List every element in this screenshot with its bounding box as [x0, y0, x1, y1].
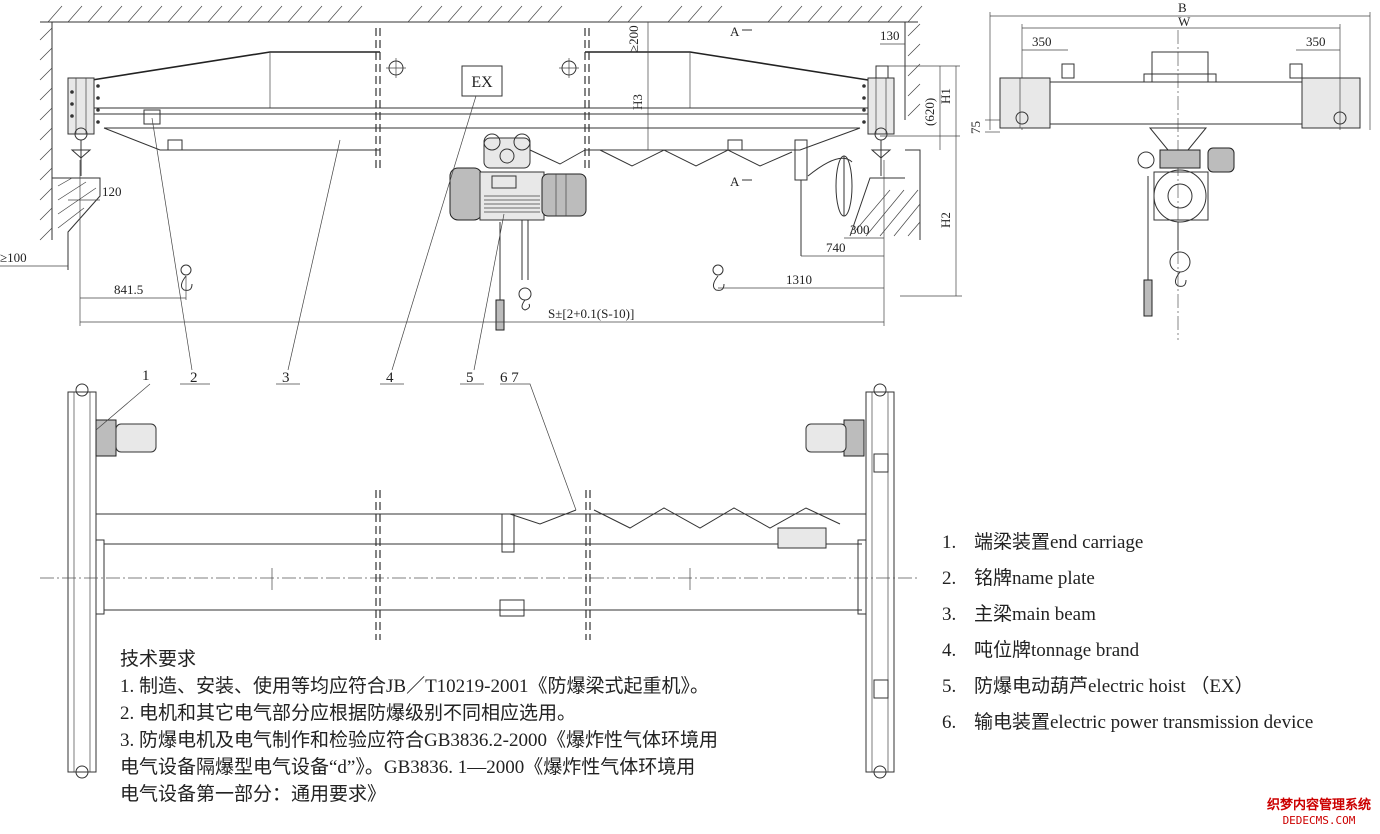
part-item: 1. 端梁装置end carriage — [942, 528, 1372, 564]
dim-span: S±[2+0.1(S-10)] — [548, 306, 634, 321]
dim-350-right: 350 — [1306, 34, 1326, 49]
plan-left-motor — [115, 423, 157, 453]
dim-h1: H1 — [938, 88, 953, 104]
front-elevation: EX — [0, 5, 962, 371]
plan-left-carriage — [67, 391, 97, 773]
part-label: 端梁装置end carriage — [974, 532, 1144, 553]
dim-h3: H3 — [630, 94, 645, 110]
part-number: 2. — [942, 568, 957, 589]
dim-120: 120 — [102, 184, 122, 199]
section-a-top-label: A — [730, 24, 740, 39]
part-label: 铭牌name plate — [974, 568, 1095, 589]
part-number: 6. — [942, 712, 957, 733]
ceiling-hatch — [47, 5, 923, 23]
ex-nameplate — [461, 65, 503, 97]
dim-1310: 1310 — [786, 272, 812, 287]
watermark-line-1: 织梦内容管理系统 — [1266, 798, 1371, 813]
part-label: 防爆电动葫芦electric hoist （EX） — [974, 676, 1254, 697]
callout-5: 5 — [466, 370, 474, 386]
small-nameplate — [143, 109, 161, 125]
section-a-bottom-label: A — [730, 174, 740, 189]
requirement-line: 电气设备第一部分：通用要求》 — [120, 784, 387, 805]
part-number: 5. — [942, 676, 957, 697]
part-item: 6. 输电装置electric power transmission device — [942, 708, 1372, 744]
part-label: 吨位牌tonnage brand — [974, 640, 1140, 661]
callout-1: 1 — [142, 368, 150, 384]
part-number: 4. — [942, 640, 957, 661]
dim-h2: H2 — [938, 212, 953, 228]
requirement-line: 3. 防爆电机及电气制作和检验应符合GB3836.2-2000《爆炸性气体环境用 — [120, 730, 718, 751]
ex-nameplate-text: EX — [471, 74, 493, 91]
part-number: 3. — [942, 604, 957, 625]
part-item: 2. 铭牌name plate — [942, 564, 1372, 600]
dim-740: 740 — [826, 240, 846, 255]
dim-200: ≥200 — [626, 25, 641, 52]
part-item: 5. 防爆电动葫芦electric hoist （EX） — [942, 672, 1372, 708]
side-view: B W 350 350 75 — [968, 0, 1371, 340]
part-label: 输电装置electric power transmission device — [974, 712, 1314, 733]
parts-legend: 1. 端梁装置end carriage 2. 铭牌name plate 3. 主梁ma… — [942, 528, 1372, 744]
dim-w: W — [1178, 14, 1191, 29]
technical-requirements: 技术要求 1. 制造、安装、使用等均应符合JB／T10219-2001《防爆梁式… — [120, 646, 880, 808]
part-number: 1. — [942, 532, 957, 553]
dim-130: 130 — [880, 28, 900, 43]
plan-view — [40, 383, 920, 779]
right-end-carriage — [862, 65, 895, 176]
dim-300: 300 — [850, 222, 870, 237]
dim-620: (620) — [922, 98, 937, 126]
callout-2: 2 — [190, 370, 198, 386]
side-girder-top — [1151, 51, 1209, 83]
side-right-carriage — [1301, 77, 1361, 129]
dim-841: 841.5 — [114, 282, 143, 297]
dim-350-left: 350 — [1032, 34, 1052, 49]
electric-hoist — [449, 133, 587, 311]
watermark: 织梦内容管理系统 DEDECMS.COM — [1262, 798, 1376, 830]
part-label: 主梁main beam — [974, 604, 1096, 625]
side-pendant — [1143, 279, 1153, 317]
plan-right-motor — [805, 423, 847, 453]
side-left-carriage — [999, 77, 1051, 129]
dim-100: ≥100 — [0, 250, 27, 265]
watermark-line-2: DEDECMS.COM — [1282, 814, 1356, 827]
requirement-line: 电气设备隔爆型电气设备“d”》。GB3836. 1—2000《爆炸性气体环境用 — [120, 757, 696, 778]
callout-6-7: 6 7 — [500, 370, 519, 386]
side-hoist-drum — [1153, 169, 1207, 223]
plan-hoist-block — [777, 527, 827, 549]
part-item: 4. 吨位牌tonnage brand — [942, 636, 1372, 672]
dim-b: B — [1178, 0, 1187, 15]
callout-4: 4 — [386, 370, 394, 386]
pendant-control — [495, 299, 505, 331]
requirement-line: 2. 电机和其它电气部分应根据防爆级别不同相应选用。 — [120, 703, 577, 724]
left-end-carriage — [67, 77, 100, 176]
dim-75: 75 — [968, 121, 983, 134]
requirements-title: 技术要求 — [120, 649, 197, 670]
left-wall-hatch — [39, 27, 53, 241]
callout-3: 3 — [282, 370, 290, 386]
requirement-line: 1. 制造、安装、使用等均应符合JB／T10219-2001《防爆梁式起重机》。 — [120, 676, 710, 697]
part-item: 3. 主梁main beam — [942, 600, 1372, 636]
collector — [794, 139, 808, 181]
